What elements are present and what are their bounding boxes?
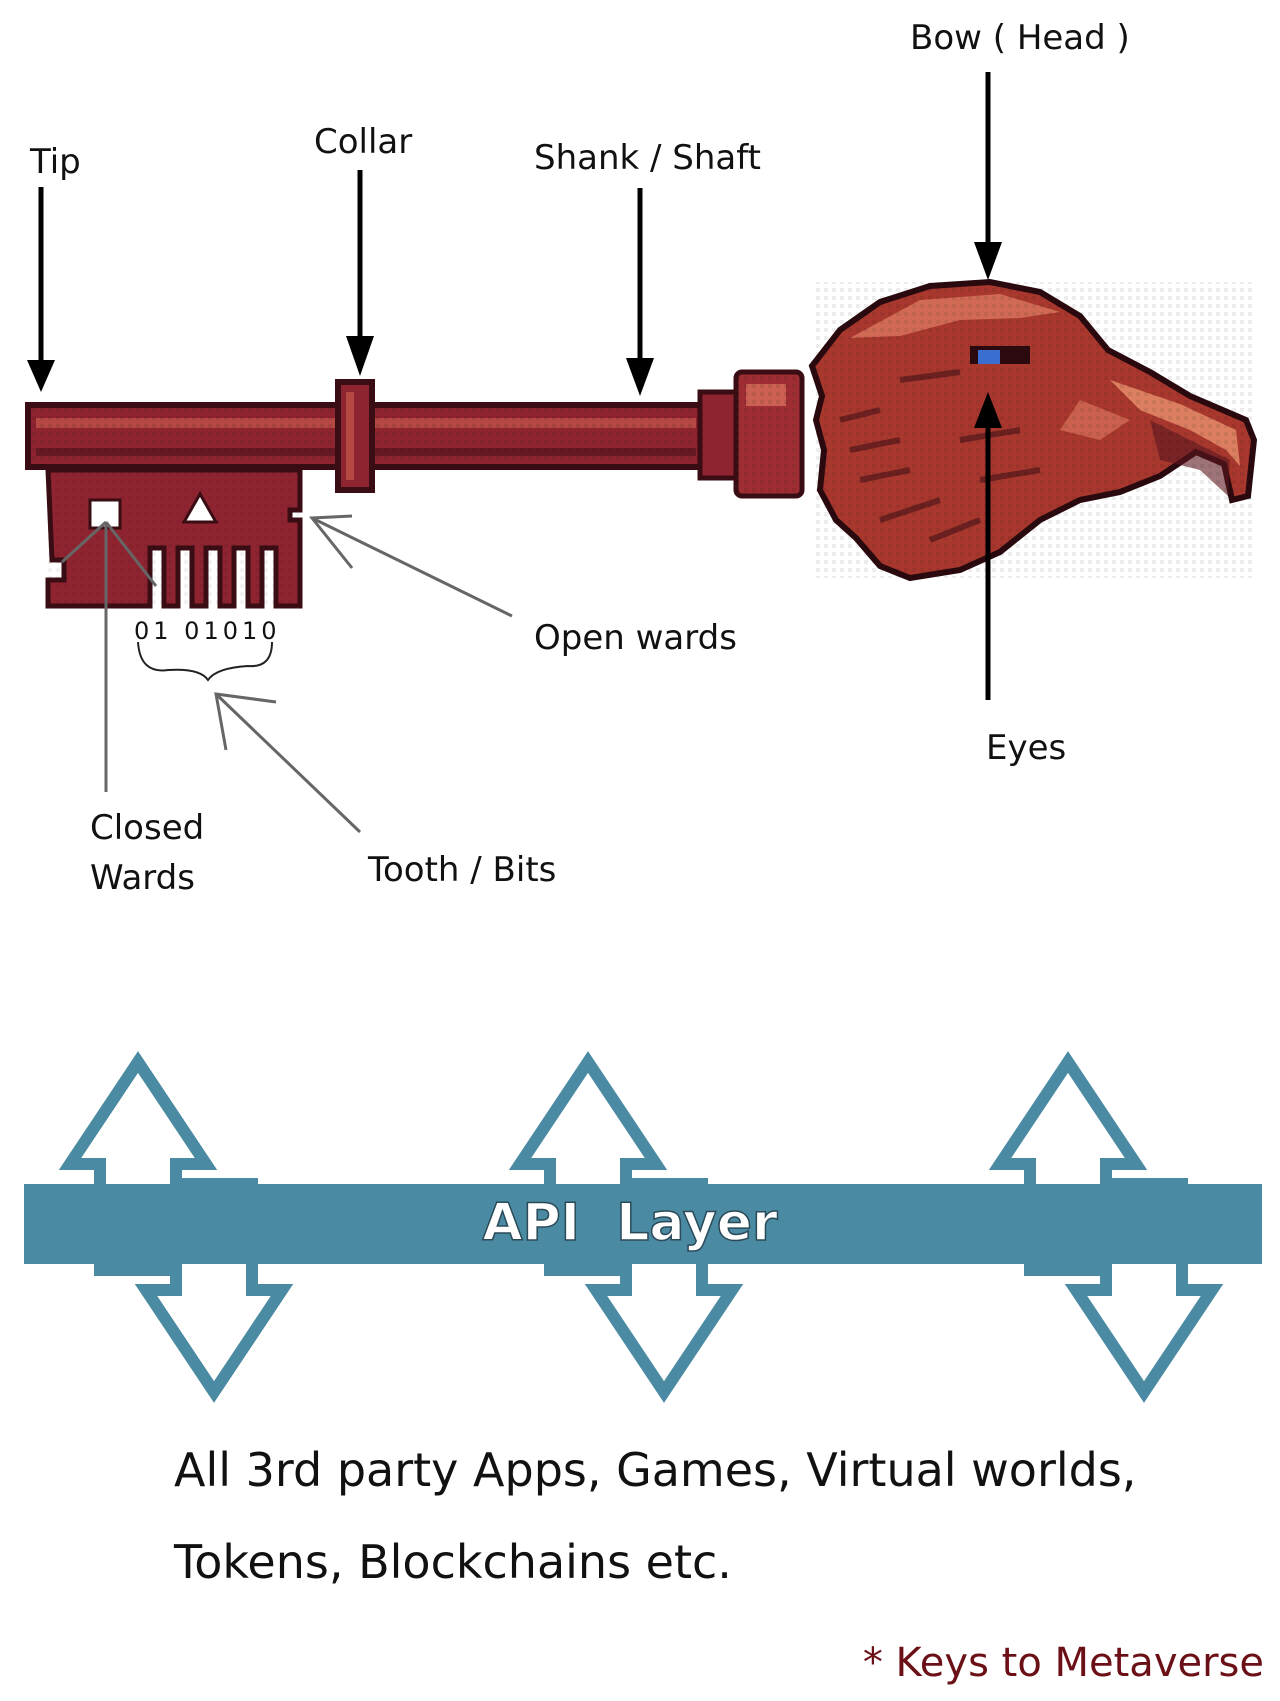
api-layer-bar <box>24 1184 1262 1264</box>
label-collar: Collar <box>314 122 412 162</box>
api-layer-label: API Layer <box>482 1193 778 1253</box>
key-collar <box>335 379 375 493</box>
label-eyes: Eyes <box>986 728 1066 768</box>
label-open-wards: Open wards <box>534 618 737 658</box>
label-closed-wards-1: Closed <box>90 808 204 848</box>
third-party-line-2: Tokens, Blockchains etc. <box>173 1535 732 1589</box>
key-bit <box>45 467 303 609</box>
closed-ward-hole <box>88 498 122 530</box>
triangle-ward <box>181 490 219 524</box>
label-bow: Bow ( Head ) <box>910 18 1130 58</box>
label-shank: Shank / Shaft <box>534 138 761 178</box>
grey-callout-arrows <box>60 514 513 834</box>
key-bow-eagle-head <box>808 278 1258 582</box>
eagle-eye <box>978 350 1000 364</box>
label-closed-wards-2: Wards <box>90 858 195 898</box>
label-bit-pattern: 01 01010 <box>134 617 281 645</box>
footnote-keys-to-metaverse: * Keys to Metaverse <box>863 1640 1264 1686</box>
key-illustration <box>25 278 1258 609</box>
third-party-line-1: All 3rd party Apps, Games, Virtual world… <box>174 1443 1136 1497</box>
bits-brace <box>137 641 273 682</box>
arrowheads <box>27 242 1002 428</box>
label-tooth-bits: Tooth / Bits <box>367 850 556 890</box>
callout-arrows <box>36 72 993 700</box>
key-bow-neck <box>697 369 805 499</box>
label-tip: Tip <box>29 142 81 182</box>
